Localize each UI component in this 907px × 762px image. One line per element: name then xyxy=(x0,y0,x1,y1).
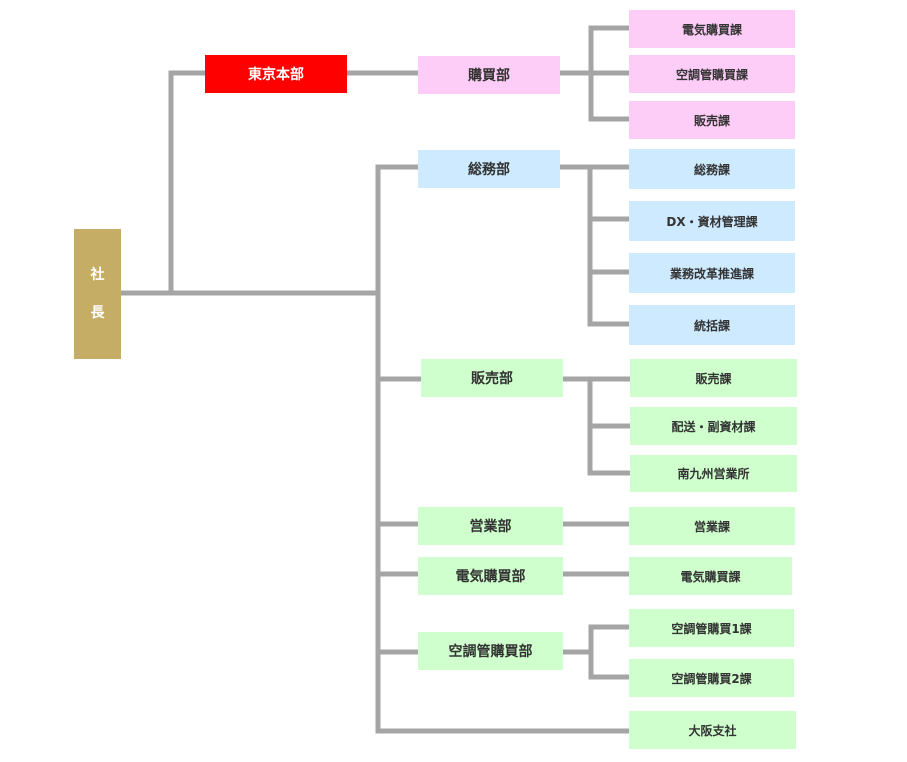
osaka-branch-box: 大阪支社 xyxy=(629,711,796,749)
president-char-1: 社 xyxy=(90,267,105,283)
section-electric-purchasing: 電気購買課 xyxy=(629,557,792,595)
section-business-reform: 業務改革推進課 xyxy=(629,253,795,293)
dept-business: 営業部 xyxy=(418,507,563,545)
section-hvac-purchasing-1: 空調管購買1課 xyxy=(629,609,794,647)
dept-hvac-purchasing: 空調管購買部 xyxy=(418,632,563,670)
section-hvac-purchasing: 空調管購買課 xyxy=(629,55,795,93)
section-sales: 販売課 xyxy=(629,101,795,139)
dept-sales: 販売部 xyxy=(421,359,563,397)
president-char-2: 長 xyxy=(90,305,105,321)
president-box: 社 長 xyxy=(74,229,121,359)
section-delivery-materials: 配送・副資材課 xyxy=(630,407,797,445)
section-control: 統括課 xyxy=(629,305,795,345)
section-business: 営業課 xyxy=(629,507,795,545)
section-dx-materials: DX・資材管理課 xyxy=(629,201,795,241)
dept-general-affairs: 総務部 xyxy=(418,150,560,188)
section-south-kyushu-office: 南九州営業所 xyxy=(630,455,797,492)
section-general-affairs: 総務課 xyxy=(629,149,795,189)
dept-electric-purchasing: 電気購買部 xyxy=(418,557,563,595)
dept-purchasing: 購買部 xyxy=(418,56,560,94)
tokyo-hq-box: 東京本部 xyxy=(205,55,347,93)
section-hvac-purchasing-2: 空調管購買2課 xyxy=(629,659,794,697)
section-sales: 販売課 xyxy=(630,359,797,397)
section-electric-purchasing: 電気購買課 xyxy=(629,10,795,48)
